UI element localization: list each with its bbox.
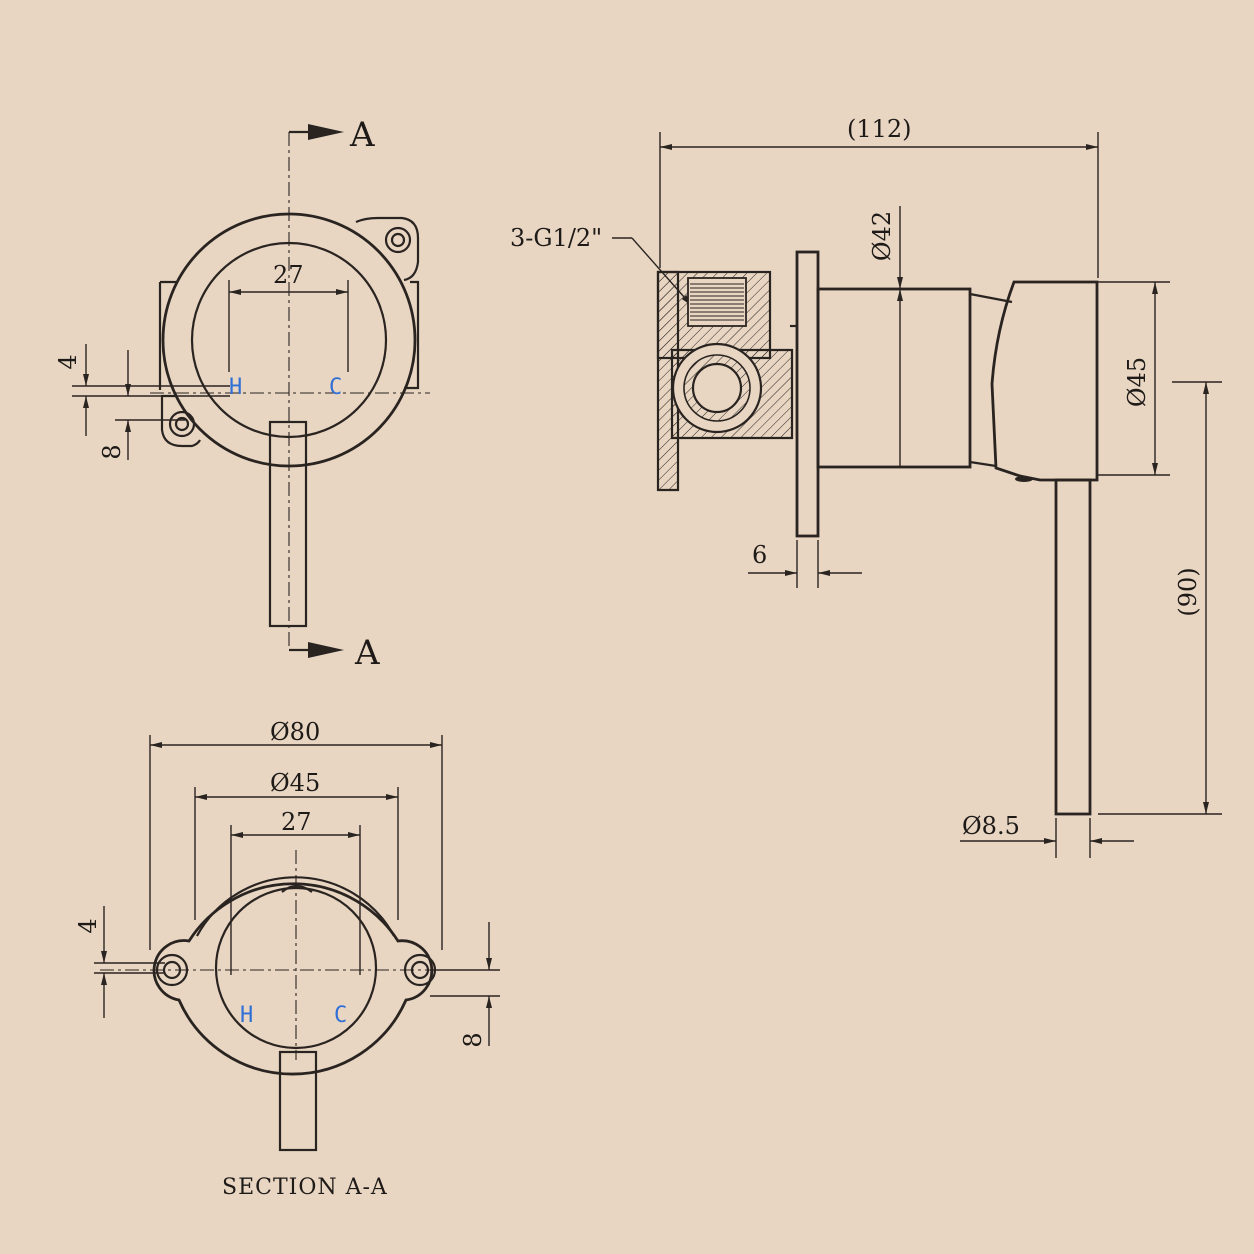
thread-callout: 3-G1/2" (510, 224, 602, 252)
dim-plate-dia: Ø80 (270, 718, 320, 746)
mounting-ear-bottom-left (160, 394, 201, 448)
dim-offset-large-section: 8 (459, 1032, 487, 1047)
cold-label-section: C (334, 1003, 347, 1028)
section-caption: SECTION A-A (222, 1175, 388, 1200)
hot-label-section: H (240, 1003, 253, 1028)
plate-with-lugs (152, 882, 434, 1076)
dim-total-length: (112) (847, 115, 912, 143)
body-outline (190, 241, 388, 439)
dim-lever-dia: Ø8.5 (962, 812, 1020, 840)
front-view: A A 27 H C 4 8 (54, 115, 430, 673)
lever-section (278, 1050, 318, 1152)
cold-label-front: C (329, 375, 342, 400)
section-line-a: A A (288, 115, 380, 673)
thread-port (687, 277, 747, 327)
hot-label-front: H (229, 375, 242, 400)
dim-offset-small-front: 4 (54, 354, 82, 369)
cover-plate-outline (161, 212, 417, 468)
outlet-port-inner (691, 362, 743, 414)
dim-body-dia: Ø45 (270, 769, 320, 797)
section-marker-bottom: A (354, 633, 380, 673)
mounting-ear-top-right (355, 216, 420, 282)
mounting-hole-bottom (168, 410, 196, 438)
lever-side (1054, 478, 1092, 816)
dim-spacing-section: 27 (281, 808, 312, 836)
dim-spacing-front: 27 (273, 261, 304, 289)
side-view: (112) 3-G1/2" Ø42 (510, 115, 1222, 858)
section-view: Ø80 Ø45 27 H C 4 8 SECTION A-A (74, 718, 500, 1200)
mounting-body-outline (158, 280, 420, 390)
dim-offset-large-front: 8 (98, 444, 126, 459)
dim-plate-thickness: 6 (752, 541, 767, 569)
lever-front (268, 420, 308, 628)
dim-handle-dia: Ø45 (1123, 357, 1151, 407)
dim-offset-small-section: 4 (74, 918, 102, 933)
thread-lines (690, 283, 744, 321)
dim-lever-length: (90) (1174, 567, 1202, 616)
handle-body (990, 280, 1099, 482)
body-cylinder (816, 287, 972, 469)
cover-plate-side (795, 250, 820, 538)
mounting-hole-top (384, 226, 412, 254)
dim-cover-dia: Ø42 (868, 211, 896, 261)
section-marker-top: A (349, 115, 375, 155)
